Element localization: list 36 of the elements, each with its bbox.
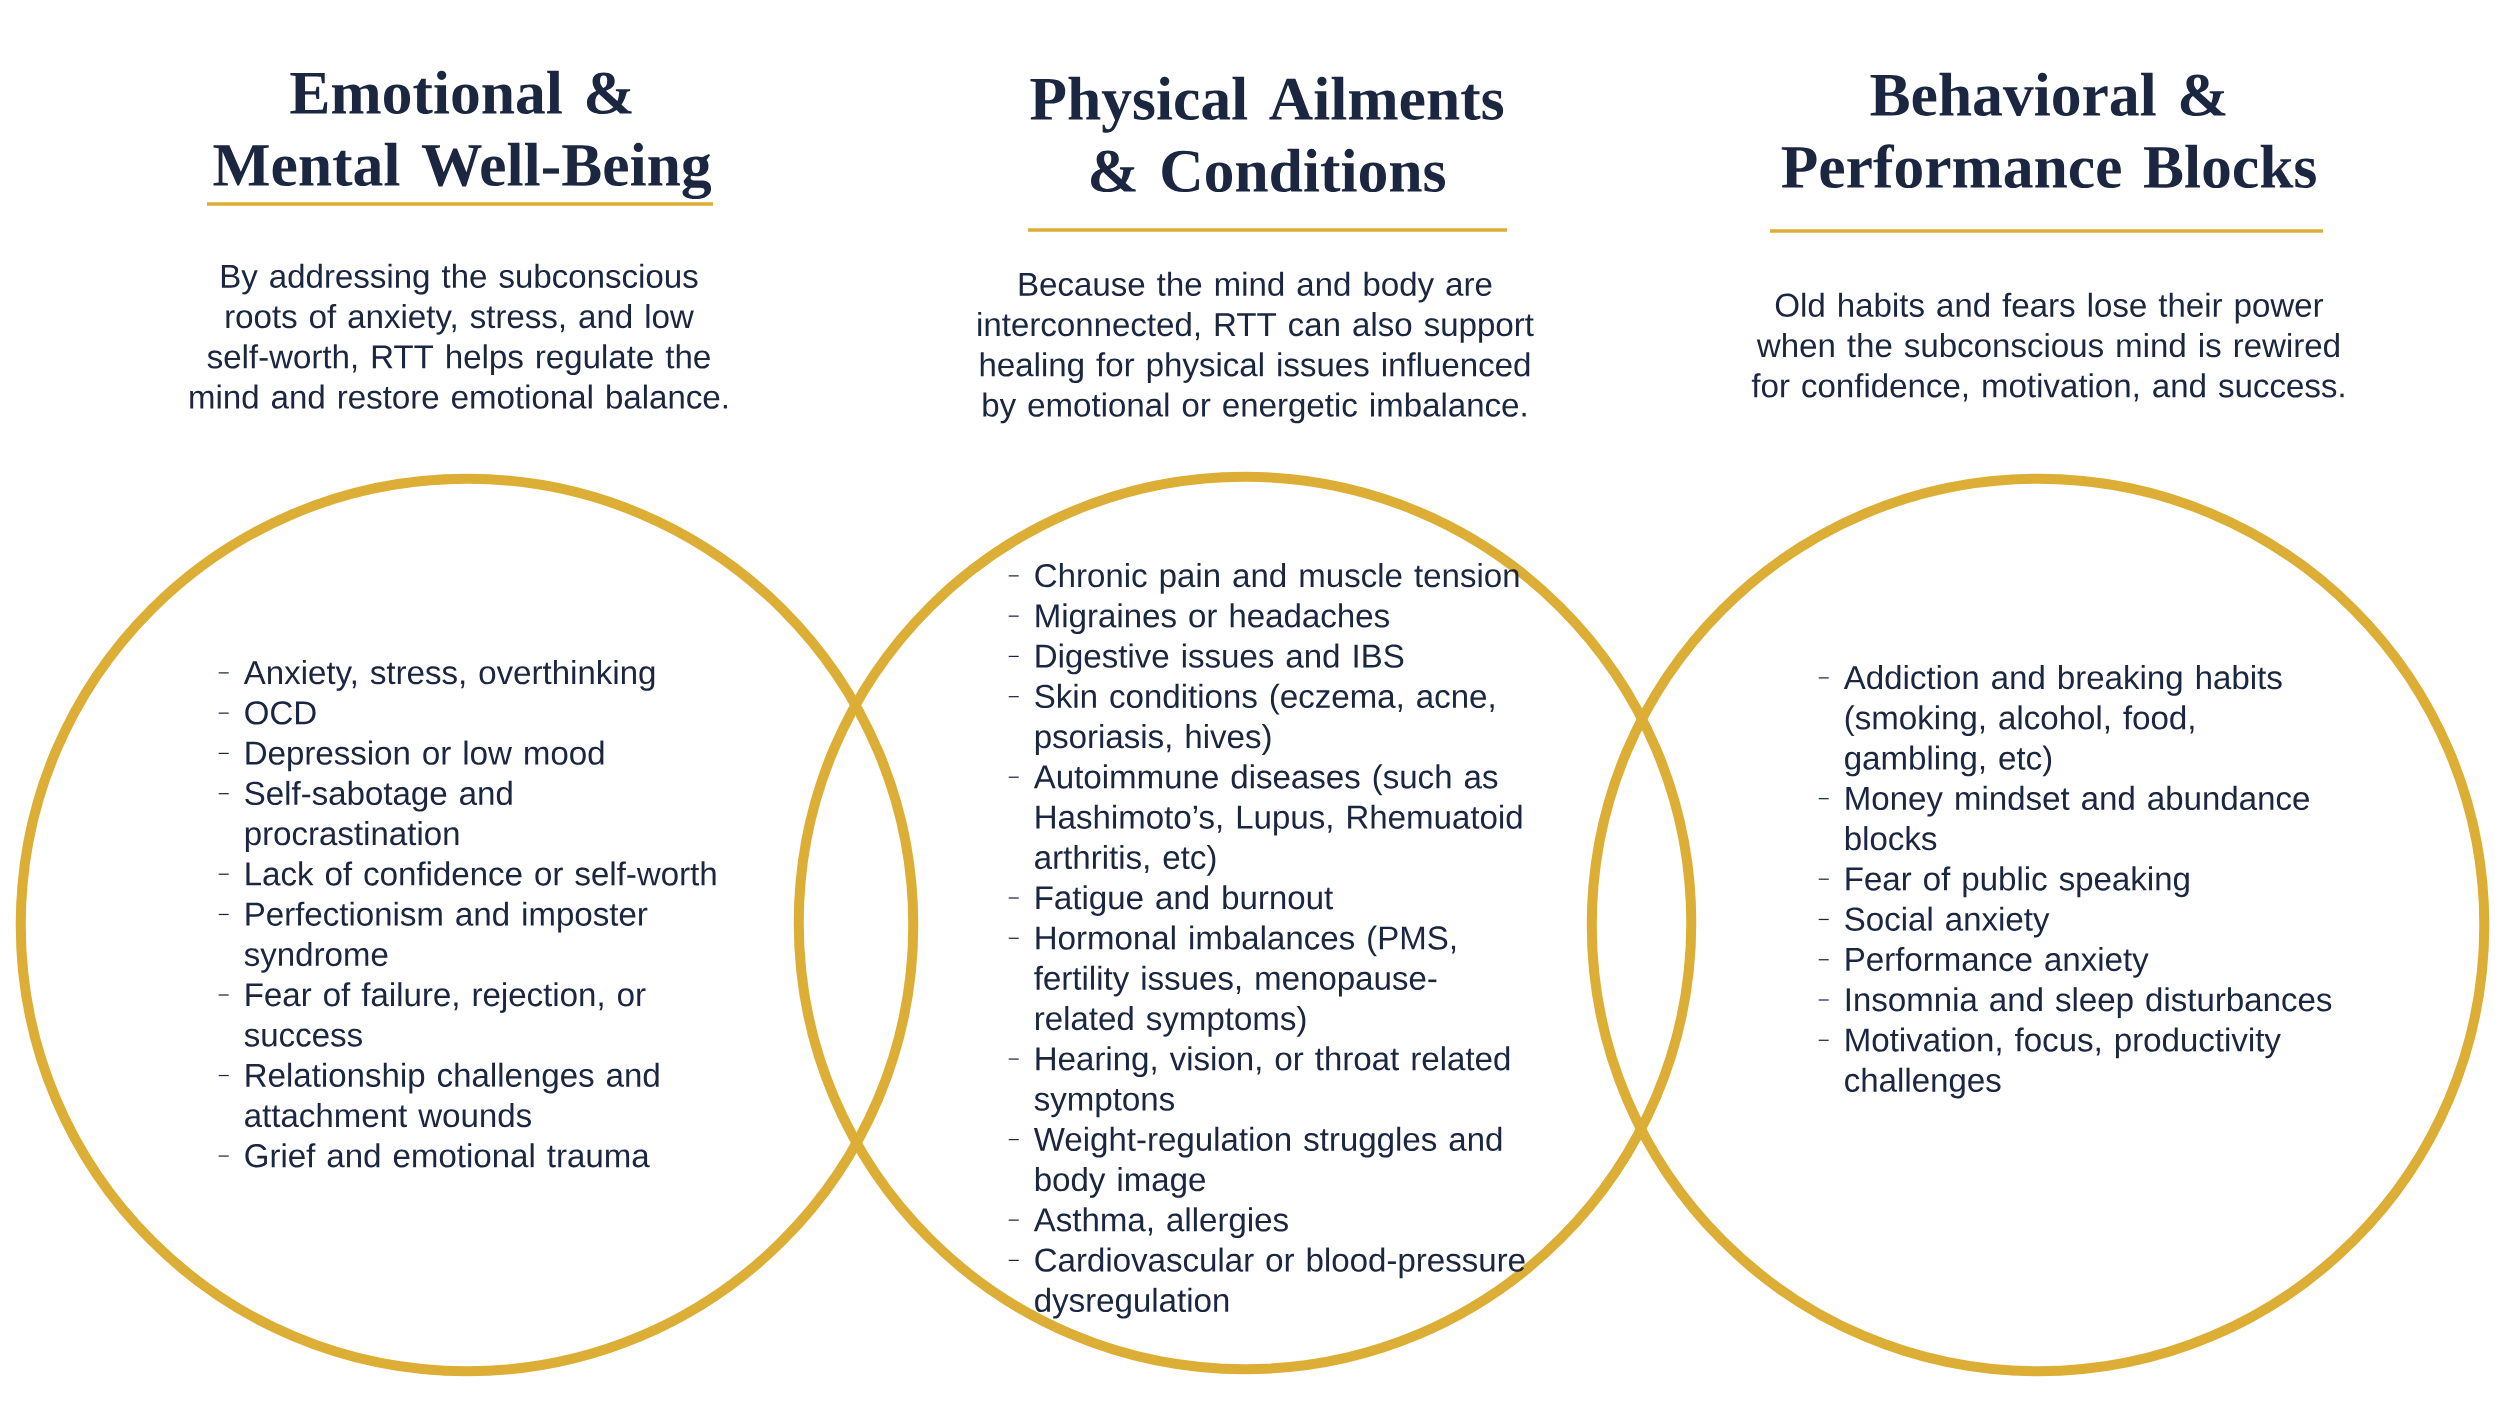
list-item: Performance anxiety — [1818, 946, 2149, 978]
list-item: Perfectionism and imposter syndrome — [218, 901, 648, 973]
list-item: Skin conditions (eczema, acne, psoriasis, hives) — [1008, 683, 1494, 755]
list-item: Relationship challenges and attachment wounds — [218, 1062, 659, 1128]
list-item: OCD — [218, 701, 316, 725]
heading: Physical Ailments & Conditions — [1030, 76, 1504, 193]
list-item: Chronic pain and muscle tension — [1008, 563, 1519, 594]
description: By addressing the subconscious roots of anxiety, stress, and low self-worth, RTT helps regulate the mind and restore emotional balance. — [190, 263, 727, 409]
list-item: Depression or low mood — [218, 740, 604, 772]
circle — [15, 473, 919, 1377]
list-item: Lack of confidence or self-worth — [218, 861, 716, 886]
list-item: Anxiety, stress, overthinking — [218, 660, 655, 691]
heading: Behavioral & Performance Blocks — [1781, 72, 2316, 189]
list-item: Hormonal imbalances (PMS, fertility issues, menopause-related symptoms) — [1008, 925, 1456, 1037]
list-item: Hearing, vision, or throat related symptons — [1008, 1046, 1510, 1118]
list-item: Asthma, allergies — [1008, 1207, 1288, 1239]
list-item: Insomnia and sleep disturbances — [1818, 987, 2332, 1018]
list-item: Autoimmune diseases (such as Hashimoto’s, Lupus, Rhemuatoid arthritis, etc) — [1008, 764, 1522, 876]
list-item: Addiction and breaking habits (smoking, alcohol, food, gambling, etc) — [1818, 665, 2282, 777]
list-item: Migraines or headaches — [1008, 603, 1389, 635]
heading: Emotional & Mental Well-Being — [213, 70, 712, 200]
list-item: Grief and emotional trauma — [218, 1143, 650, 1168]
list-item: Motivation, focus, productivity challenges — [1818, 1027, 2281, 1099]
list-item: Fear of failure, rejection, or success — [218, 982, 646, 1047]
circle — [793, 471, 1697, 1375]
list-item: Cardiovascular or blood-pressure dysregulation — [1008, 1247, 1525, 1319]
list-item: Self-sabotage and procrastination — [218, 780, 512, 852]
list-item: Fatigue and burnout — [1008, 885, 1333, 916]
description: Old habits and fears lose their power when the subconscious mind is rewired for confidence, motivation, and success. — [1751, 292, 2344, 402]
list-item: Social anxiety — [1818, 906, 2050, 938]
description: Because the mind and body are interconnected, RTT can also support healing for physical issues influenced by emotional or energetic imbalance. — [978, 271, 1534, 424]
list-item: Money mindset and abundance blocks — [1818, 785, 2309, 851]
list-item: Digestive issues and IBS — [1008, 643, 1404, 675]
list-item: Weight-regulation struggles and body image — [1008, 1126, 1502, 1198]
list-item: Fear of public speaking — [1818, 866, 2189, 898]
circle — [1586, 473, 2490, 1377]
